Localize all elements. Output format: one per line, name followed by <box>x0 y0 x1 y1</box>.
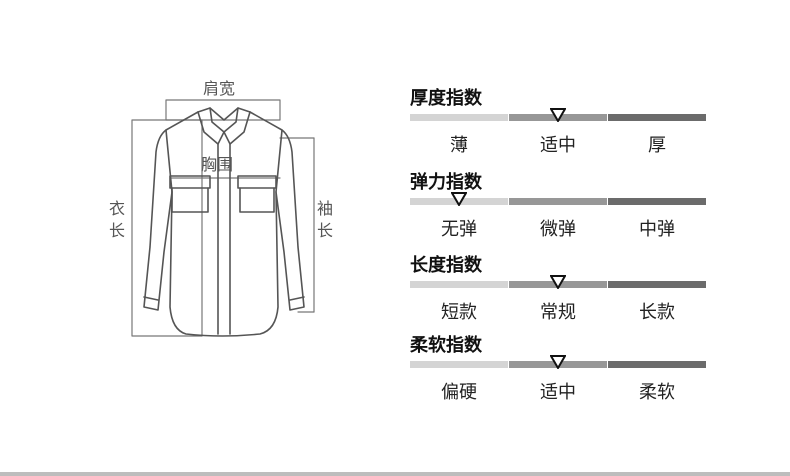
bar-segment-3 <box>608 281 706 288</box>
index-option: 柔软 <box>639 382 675 403</box>
bottom-divider <box>0 472 790 476</box>
indicator-triangle-icon <box>451 192 467 206</box>
index-option: 适中 <box>540 382 576 403</box>
index-option: 常规 <box>540 302 576 323</box>
index-option: 长款 <box>639 302 675 323</box>
indicator-triangle-icon <box>550 108 566 122</box>
index-option: 无弹 <box>441 219 477 240</box>
index-option: 微弹 <box>540 219 576 240</box>
index-option: 短款 <box>441 302 477 323</box>
shirt-outline-icon <box>131 99 315 337</box>
body-length-label: 衣长 <box>108 199 125 240</box>
bar-segment-1 <box>410 281 508 288</box>
elasticity-index: 弹力指数 无弹 微弹 中弹 <box>410 168 710 248</box>
thickness-index: 厚度指数 薄 适中 厚 <box>410 84 710 164</box>
index-option: 厚 <box>648 135 666 156</box>
indicator-triangle-icon <box>550 355 566 369</box>
length-index: 长度指数 短款 常规 长款 <box>410 251 710 331</box>
index-title: 柔软指数 <box>410 335 482 356</box>
index-title: 长度指数 <box>410 255 482 276</box>
index-title: 厚度指数 <box>410 88 482 109</box>
index-option: 偏硬 <box>441 382 477 403</box>
bar-segment-1 <box>410 361 508 368</box>
index-option: 薄 <box>450 135 468 156</box>
shoulder-width-label: 肩宽 <box>203 79 236 98</box>
index-option: 适中 <box>540 135 576 156</box>
bar-segment-3 <box>608 361 706 368</box>
bar-segment-3 <box>608 198 706 205</box>
shirt-size-diagram: 肩宽 胸围 衣长 袖长 <box>100 72 340 352</box>
chest-label: 胸围 <box>201 155 234 174</box>
sleeve-length-label: 袖长 <box>316 199 333 240</box>
index-title: 弹力指数 <box>410 172 482 193</box>
index-option: 中弹 <box>639 219 675 240</box>
bar-segment-3 <box>608 114 706 121</box>
bar-segment-1 <box>410 114 508 121</box>
softness-index: 柔软指数 偏硬 适中 柔软 <box>410 331 710 411</box>
indicator-triangle-icon <box>550 275 566 289</box>
bar-segment-2 <box>509 198 607 205</box>
